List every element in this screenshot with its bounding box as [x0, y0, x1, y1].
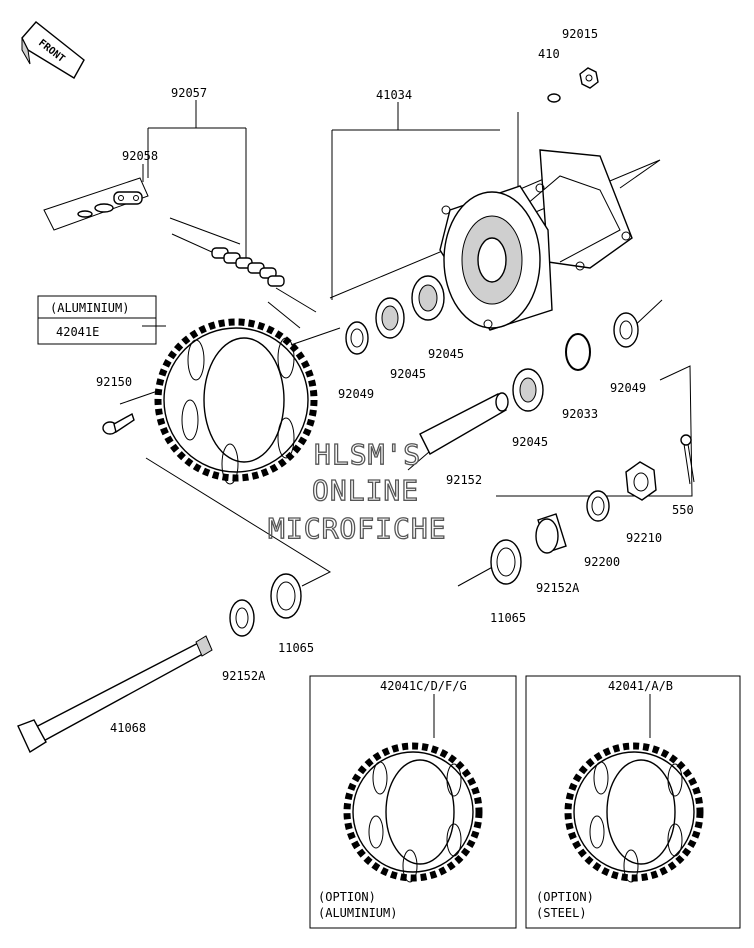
- label-aluminium: (ALUMINIUM): [50, 301, 129, 315]
- label-option-aluminium-line1: (OPTION): [318, 890, 376, 904]
- label-92033: 92033: [562, 407, 598, 421]
- label-92049-right: 92049: [610, 381, 646, 395]
- label-92210: 92210: [626, 531, 662, 545]
- label-41034: 41034: [376, 88, 412, 102]
- washer-92200: [586, 490, 610, 522]
- label-option-aluminium-part: 42041C/D/F/G: [380, 679, 467, 693]
- watermark-line-3: MICROFICHE: [268, 512, 447, 545]
- master-link-kit: [43, 177, 149, 231]
- nut-92015: [579, 67, 599, 89]
- label-option-steel-line1: (OPTION): [536, 890, 594, 904]
- label-92045-a: 92045: [390, 367, 426, 381]
- spacer-92152: [419, 392, 509, 455]
- watermark: HLSM'S ONLINE MICROFICHE: [267, 437, 447, 545]
- collar-92152A-left: [229, 599, 255, 637]
- oil-seal-92049-left: [345, 321, 369, 355]
- rear-hub: [439, 149, 633, 331]
- watermark-line-1: HLSM'S: [314, 438, 421, 471]
- drive-chain: [169, 217, 317, 329]
- aluminium-label-box: [37, 295, 157, 345]
- label-11065-right: 11065: [490, 611, 526, 625]
- label-92152A-right: 92152A: [536, 581, 580, 595]
- label-92045-c: 92045: [512, 435, 548, 449]
- label-410: 410: [538, 47, 560, 61]
- bearing-92045-b: [411, 275, 445, 321]
- axle-nut-92210: [625, 461, 657, 501]
- axle-41068: [17, 635, 213, 754]
- label-option-steel-line2: (STEEL): [536, 906, 587, 920]
- label-92015: 92015: [562, 27, 598, 41]
- bearing-92045-c: [512, 368, 544, 412]
- label-92049-left: 92049: [338, 387, 374, 401]
- part-labels: 92057 92058 41034 410 92015 (ALUMINIUM) …: [50, 27, 694, 920]
- label-92057: 92057: [171, 86, 207, 100]
- collar-92152A-right: [535, 513, 567, 554]
- seal-11065-left: [270, 573, 302, 619]
- front-arrow-badge: FRONT: [21, 21, 85, 79]
- option-panel-aluminium: [309, 675, 517, 929]
- label-92200: 92200: [584, 555, 620, 569]
- circlip-92033: [565, 333, 591, 371]
- nut-410: [547, 93, 561, 103]
- label-option-aluminium-line2: (ALUMINIUM): [318, 906, 397, 920]
- oil-seal-92049-right: [613, 312, 639, 348]
- label-550: 550: [672, 503, 694, 517]
- leader-lines: [119, 100, 693, 587]
- watermark-line-2: ONLINE: [312, 474, 419, 507]
- label-92152: 92152: [446, 473, 482, 487]
- label-42041E: 42041E: [56, 325, 99, 339]
- bolt-92150: [102, 412, 135, 435]
- label-41068: 41068: [110, 721, 146, 735]
- label-92152A-left: 92152A: [222, 669, 266, 683]
- label-11065-left: 11065: [278, 641, 314, 655]
- cotter-pin-550: [680, 434, 695, 485]
- label-92045-b: 92045: [428, 347, 464, 361]
- sprocket-42041E: [154, 318, 318, 485]
- option-panel-steel: [525, 675, 741, 929]
- seal-11065-right: [490, 539, 522, 585]
- label-92058: 92058: [122, 149, 158, 163]
- label-92150: 92150: [96, 375, 132, 389]
- bearing-92045-a: [375, 297, 405, 339]
- label-option-steel-part: 42041/A/B: [608, 679, 673, 693]
